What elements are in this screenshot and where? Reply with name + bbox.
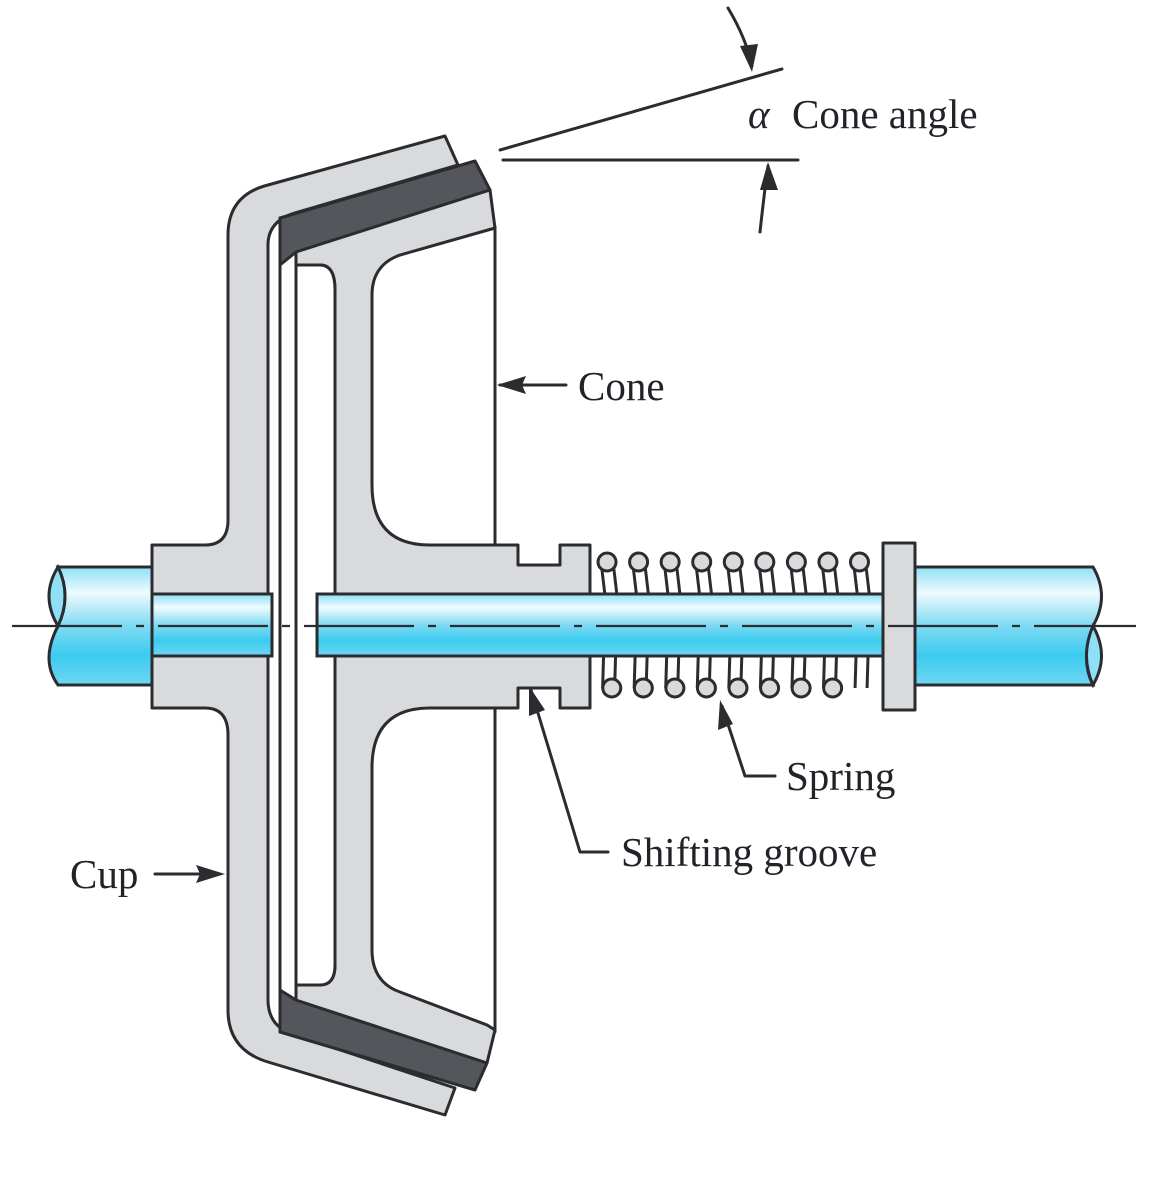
cup [150, 134, 460, 1117]
left-shaft-end [47, 563, 67, 630]
spring-coil-top [848, 551, 870, 573]
cone-angle-label: Cone angle [792, 91, 978, 137]
shifting-groove-arrowhead [529, 686, 545, 716]
spring-coil-bottom [601, 677, 623, 699]
cone-arrowhead [497, 376, 526, 394]
spring-coil-bottom [727, 677, 749, 699]
cup-arrowhead [196, 865, 225, 883]
spring-leader [720, 704, 777, 778]
spring-coil-bottom [822, 677, 844, 699]
spring-label: Spring [786, 753, 895, 799]
spring-coil-top [754, 551, 776, 573]
spring-coil-top [691, 551, 713, 573]
cone-angle-arrowhead-bottom [760, 162, 778, 190]
spring-arrowhead [718, 700, 733, 730]
spring-coil-bottom [664, 677, 686, 699]
spring [596, 551, 871, 699]
cone-label: Cone [578, 363, 665, 409]
spring-coil-top [628, 551, 650, 573]
spring-coil-bottom [759, 677, 781, 699]
cone-web-cutout-top [370, 226, 497, 547]
spring-coil-top [596, 551, 618, 573]
cone-angle-line-upper [498, 67, 784, 152]
spring-coil-top [722, 551, 744, 573]
spring-coil-top [817, 551, 839, 573]
spring-coil-top [659, 551, 681, 573]
shifting-groove-label: Shifting groove [621, 829, 877, 875]
spring-coil-bottom [632, 677, 654, 699]
spring-coil-bottom [790, 677, 812, 699]
right-shaft-end [1085, 622, 1103, 689]
cone-angle-symbol: α [748, 91, 771, 137]
cone-web-cutout-bottom [370, 706, 497, 1033]
spring-coil-bottom [695, 677, 717, 699]
spring-coil-wire [865, 655, 870, 689]
cup-label: Cup [70, 851, 138, 897]
spring-coil-top [785, 551, 807, 573]
shifting-groove-leader [529, 688, 610, 854]
cone-angle-arrowhead-top [740, 44, 758, 72]
spring-coil-wire [853, 655, 858, 689]
